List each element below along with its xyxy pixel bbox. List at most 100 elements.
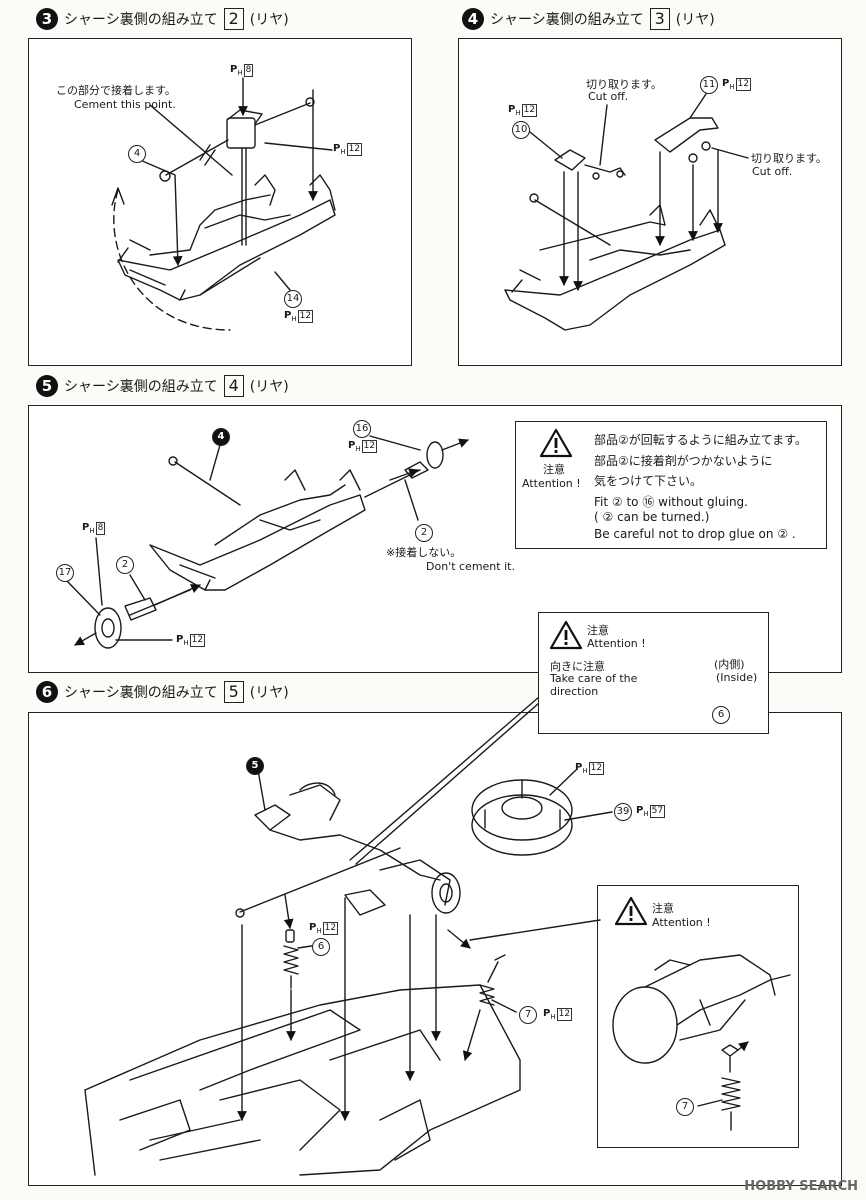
step6-suspension-drawing bbox=[84, 769, 613, 1176]
step3-cement-jp: この部分で接着します。 bbox=[56, 84, 176, 97]
ph-prefix: P bbox=[543, 1008, 551, 1019]
ph-sub: H bbox=[316, 927, 322, 935]
step3-header: 3 シャーシ裏側の組み立て 2 (リヤ) bbox=[36, 8, 289, 30]
step6-title: シャーシ裏側の組み立て bbox=[64, 685, 218, 701]
ph-page: 12 bbox=[556, 1008, 573, 1021]
step3-part-4: 4 bbox=[128, 145, 146, 163]
step6-inside-jp: (内側) bbox=[714, 658, 745, 671]
step6-direction-en-2: direction bbox=[550, 685, 599, 698]
step6-attention2-jp: 注意 bbox=[652, 902, 674, 915]
step5-suffix: (リヤ) bbox=[249, 379, 289, 395]
ph-page: 12 bbox=[588, 762, 605, 775]
step5-note-line-5: ( ② can be turned.) bbox=[594, 510, 710, 524]
step3-panel bbox=[28, 38, 412, 366]
step3-subframe-drawing bbox=[111, 77, 336, 331]
ph-sub: H bbox=[582, 767, 588, 775]
warning-icon bbox=[539, 428, 573, 458]
warning-icon bbox=[614, 896, 648, 926]
step5-note-line-1: 部品②が回転するように組み立てます。 bbox=[594, 433, 807, 447]
step6-part-6: 6 bbox=[312, 938, 330, 956]
ph-page: 12 bbox=[297, 310, 314, 323]
step6-direction-en-1: Take care of the bbox=[550, 672, 638, 685]
step5-title: シャーシ裏側の組み立て bbox=[64, 379, 218, 395]
ph-sub: H bbox=[340, 148, 346, 156]
step4-box-number: 3 bbox=[649, 8, 670, 30]
step5-attention-jp: 注意 bbox=[543, 463, 565, 476]
ph-page: 57 bbox=[649, 805, 666, 818]
ph-page: 12 bbox=[361, 440, 378, 453]
ph-prefix: P bbox=[722, 78, 730, 89]
step4-title: シャーシ裏側の組み立て bbox=[490, 12, 644, 28]
ph-page: 12 bbox=[521, 104, 538, 117]
ph-page: 8 bbox=[243, 64, 254, 77]
step6-attention2-en: Attention ! bbox=[652, 916, 711, 929]
step6-attention-en: Attention ! bbox=[587, 637, 646, 650]
ph-page: 12 bbox=[189, 634, 206, 647]
ph-page: 12 bbox=[322, 922, 339, 935]
ph-sub: H bbox=[237, 69, 243, 77]
ph-prefix: P bbox=[284, 310, 292, 321]
step5-note-line-2: 部品②に接着剤がつかないように bbox=[594, 454, 773, 468]
step5-part-17: 17 bbox=[56, 564, 74, 582]
step3-box-number: 2 bbox=[223, 8, 244, 30]
ph-prefix: P bbox=[508, 104, 516, 115]
ph-sub: H bbox=[355, 445, 361, 453]
ph-prefix: P bbox=[333, 143, 341, 154]
step5-part-2a: 2 bbox=[415, 524, 433, 542]
step4-panel bbox=[458, 38, 842, 366]
step5-attention-en: Attention ! bbox=[522, 477, 581, 490]
step6-part-5: 5 bbox=[246, 757, 264, 775]
step5-subframe-drawing bbox=[65, 435, 469, 649]
step5-note-line-3: 気をつけて下さい。 bbox=[594, 474, 703, 488]
ph-page: 12 bbox=[735, 78, 752, 91]
ph-sub: H bbox=[183, 639, 189, 647]
ph-prefix: P bbox=[230, 64, 238, 75]
ph-sub: H bbox=[643, 810, 649, 818]
step6-attention-box bbox=[538, 612, 769, 734]
step5-attention-box bbox=[515, 421, 827, 549]
step4-cut-jp-2: 切り取ります。 bbox=[751, 152, 827, 165]
step6-number: 6 bbox=[36, 681, 58, 703]
ph-sub: H bbox=[515, 109, 521, 117]
step6-note-part-6: 6 bbox=[712, 706, 730, 724]
ph-prefix: P bbox=[176, 634, 184, 645]
watermark: HOBBY SEARCH bbox=[744, 1179, 858, 1194]
step6-part-7: 7 bbox=[519, 1006, 537, 1024]
step4-header: 4 シャーシ裏側の組み立て 3 (リヤ) bbox=[462, 8, 715, 30]
step3-cement-en: Cement this point. bbox=[74, 98, 176, 111]
ph-prefix: P bbox=[575, 762, 583, 773]
step5-header: 5 シャーシ裏側の組み立て 4 (リヤ) bbox=[36, 375, 289, 397]
step5-part-2b: 2 bbox=[116, 556, 134, 574]
step6-inside-en: (Inside) bbox=[716, 671, 758, 684]
step6-attention-jp: 注意 bbox=[587, 624, 609, 637]
step6-attention2-box bbox=[597, 885, 799, 1148]
step4-cut-jp-1: 切り取ります。 bbox=[586, 78, 662, 91]
warning-icon bbox=[549, 620, 583, 650]
step6-box-number: 5 bbox=[223, 681, 244, 703]
ph-prefix: P bbox=[82, 522, 90, 533]
step5-number: 5 bbox=[36, 375, 58, 397]
ph-sub: H bbox=[291, 315, 297, 323]
step4-number: 4 bbox=[462, 8, 484, 30]
step5-note-line-4: Fit ② to ⑯ without gluing. bbox=[594, 495, 748, 509]
step6-suffix: (リヤ) bbox=[249, 685, 289, 701]
step5-box-number: 4 bbox=[223, 375, 244, 397]
step6-header: 6 シャーシ裏側の組み立て 5 (リヤ) bbox=[36, 681, 289, 703]
ph-prefix: P bbox=[348, 440, 356, 451]
ph-sub: H bbox=[89, 527, 95, 535]
step3-part-14: 14 bbox=[284, 290, 302, 308]
step4-part-11: 11 bbox=[700, 76, 718, 94]
step3-number: 3 bbox=[36, 8, 58, 30]
ph-sub: H bbox=[729, 83, 735, 91]
step6-panel bbox=[28, 712, 842, 1186]
